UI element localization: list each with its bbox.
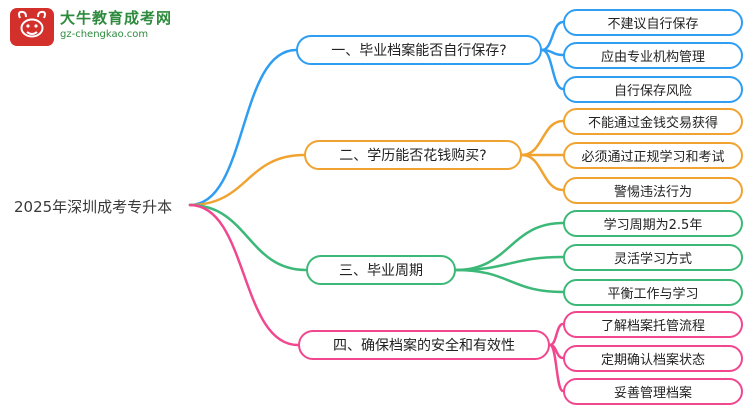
leaf-node: 灵活学习方式 — [563, 244, 743, 271]
leaf-node: 妥善管理档案 — [563, 378, 743, 405]
leaf-node: 警惕违法行为 — [563, 177, 743, 204]
branch-node-2: 二、学历能否花钱购买? — [304, 140, 522, 170]
logo-title: 大牛教育成考网 — [60, 9, 173, 27]
leaf-node: 了解档案托管流程 — [563, 311, 743, 338]
branch-node-1: 一、毕业档案能否自行保存? — [296, 35, 542, 65]
leaf-node: 平衡工作与学习 — [563, 279, 743, 306]
leaf-node: 自行保存风险 — [563, 76, 743, 103]
leaf-node: 学习周期为2.5年 — [563, 210, 743, 237]
leaf-node: 不建议自行保存 — [563, 9, 743, 36]
branch-node-3: 三、毕业周期 — [306, 255, 456, 285]
leaf-node: 应由专业机构管理 — [563, 42, 743, 69]
leaf-node: 定期确认档案状态 — [563, 345, 743, 372]
leaf-node: 必须通过正规学习和考试 — [563, 142, 743, 169]
site-logo: 大牛教育成考网 gz-chengkao.com — [10, 8, 172, 50]
cow-logo-icon — [10, 8, 54, 50]
root-node: 2025年深圳成考专升本 — [14, 198, 173, 216]
logo-subtitle: gz-chengkao.com — [60, 29, 149, 41]
branch-node-4: 四、确保档案的安全和有效性 — [298, 330, 550, 360]
leaf-node: 不能通过金钱交易获得 — [563, 108, 743, 135]
